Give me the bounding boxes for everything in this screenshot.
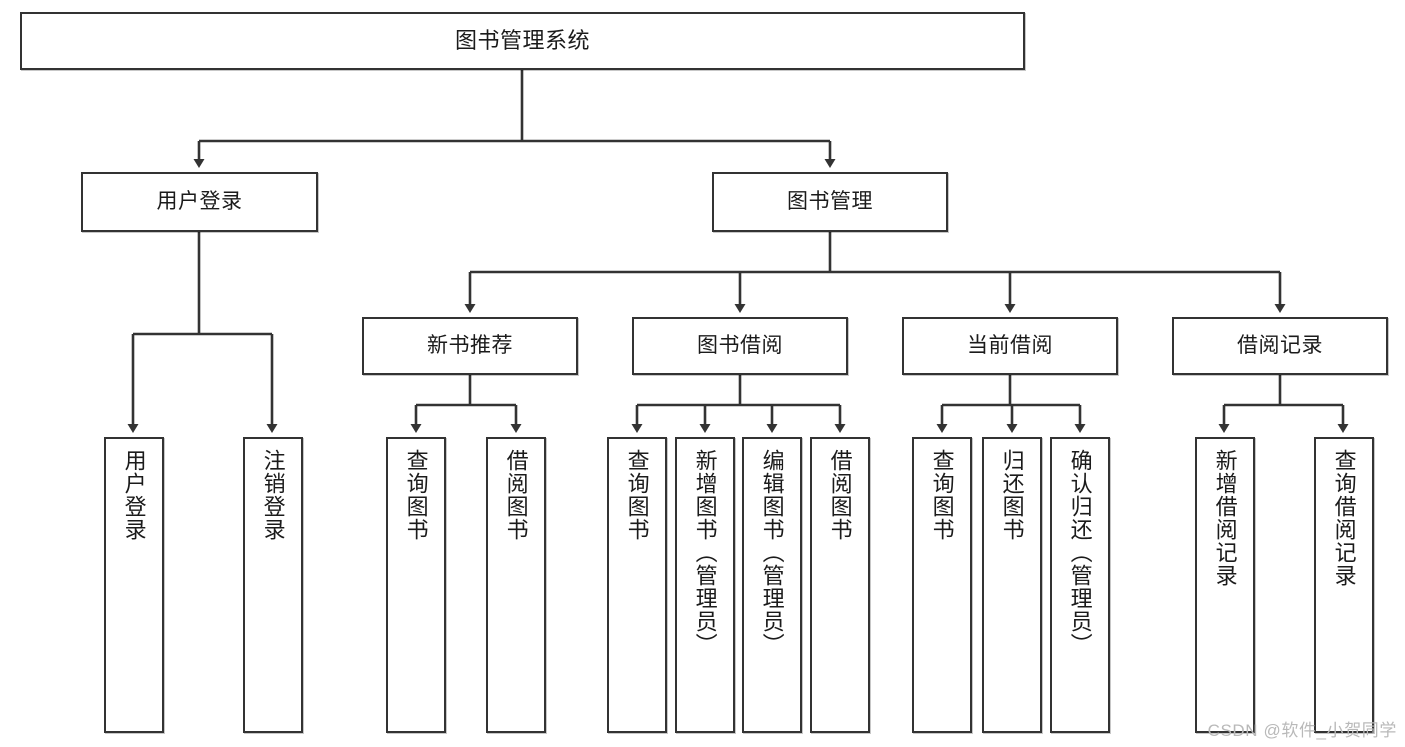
leaf-node[interactable]: 查询借阅记录 bbox=[1314, 437, 1374, 733]
node-current-borrow-label: 当前借阅 bbox=[967, 333, 1053, 357]
leaf-node[interactable]: 借阅图书 bbox=[486, 437, 546, 733]
leaf-node[interactable]: 确认归还（管理员） bbox=[1050, 437, 1110, 733]
leaf-node[interactable]: 查询图书 bbox=[607, 437, 667, 733]
leaf-node[interactable]: 归还图书 bbox=[982, 437, 1042, 733]
node-root[interactable]: 图书管理系统 bbox=[20, 12, 1025, 70]
leaf-node-label: 查询图书 bbox=[624, 449, 650, 541]
node-book-manage[interactable]: 图书管理 bbox=[712, 172, 948, 232]
leaf-node[interactable]: 查询图书 bbox=[912, 437, 972, 733]
leaf-node[interactable]: 编辑图书（管理员） bbox=[742, 437, 802, 733]
leaf-node-label: 注销登录 bbox=[260, 449, 286, 541]
leaf-node-label: 查询图书 bbox=[403, 449, 429, 541]
node-new-book-recommend-label: 新书推荐 bbox=[427, 333, 513, 357]
node-book-manage-label: 图书管理 bbox=[787, 189, 873, 213]
leaf-node-label: 查询借阅记录 bbox=[1331, 449, 1357, 587]
leaf-node-label: 新增借阅记录 bbox=[1212, 449, 1238, 587]
leaf-node-label: 编辑图书（管理员） bbox=[759, 449, 785, 656]
leaf-node-label: 用户登录 bbox=[121, 449, 147, 541]
leaf-node[interactable]: 新增借阅记录 bbox=[1195, 437, 1255, 733]
leaf-node[interactable]: 借阅图书 bbox=[810, 437, 870, 733]
leaf-node-label: 借阅图书 bbox=[503, 449, 529, 541]
node-user-login[interactable]: 用户登录 bbox=[81, 172, 318, 232]
node-book-borrow[interactable]: 图书借阅 bbox=[632, 317, 848, 375]
leaf-node[interactable]: 新增图书（管理员） bbox=[675, 437, 735, 733]
leaf-node-label: 确认归还（管理员） bbox=[1067, 449, 1093, 656]
leaf-node-label: 查询图书 bbox=[929, 449, 955, 541]
node-borrow-record-label: 借阅记录 bbox=[1237, 333, 1323, 357]
leaf-node-label: 借阅图书 bbox=[827, 449, 853, 541]
leaf-node-label: 新增图书（管理员） bbox=[692, 449, 718, 656]
node-borrow-record[interactable]: 借阅记录 bbox=[1172, 317, 1388, 375]
node-book-borrow-label: 图书借阅 bbox=[697, 333, 783, 357]
leaf-node-label: 归还图书 bbox=[999, 449, 1025, 541]
leaf-node[interactable]: 注销登录 bbox=[243, 437, 303, 733]
leaf-node[interactable]: 用户登录 bbox=[104, 437, 164, 733]
node-user-login-label: 用户登录 bbox=[156, 189, 243, 213]
leaf-node[interactable]: 查询图书 bbox=[386, 437, 446, 733]
node-new-book-recommend[interactable]: 新书推荐 bbox=[362, 317, 578, 375]
watermark: CSDN @软件_小贺同学 bbox=[1207, 721, 1397, 740]
node-root-label: 图书管理系统 bbox=[454, 28, 590, 54]
node-current-borrow[interactable]: 当前借阅 bbox=[902, 317, 1118, 375]
